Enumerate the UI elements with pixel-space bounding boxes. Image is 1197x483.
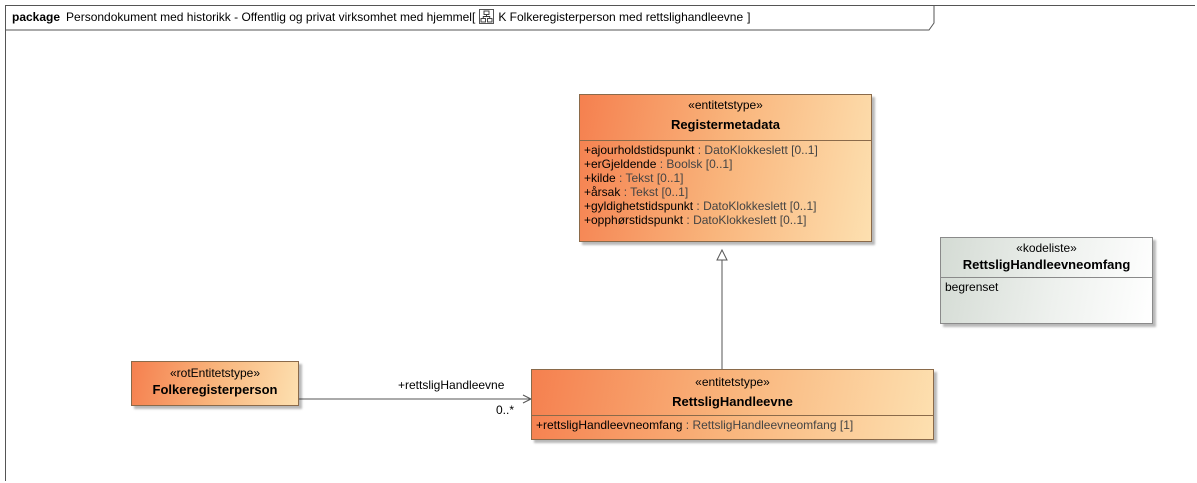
association-multiplicity-label: 0..* xyxy=(496,403,515,417)
frame-title: Persondokument med historikk - Offentlig… xyxy=(66,9,472,24)
class-name: Registermetadata xyxy=(670,117,781,132)
class-registermetadata[interactable]: «entitetstype» Registermetadata +ajourho… xyxy=(579,94,872,242)
package-frame xyxy=(5,5,1195,481)
class-rettslighandleevne[interactable]: «entitetstype» RettsligHandleevne +retts… xyxy=(531,369,934,440)
class-name: RettsligHandleevneomfang xyxy=(962,257,1131,272)
attribute-row[interactable]: +erGjeldende : Boolsk [0..1] xyxy=(584,157,733,171)
stereotype-label: «kodeliste» xyxy=(1016,241,1077,255)
class-name: RettsligHandleevne xyxy=(672,394,793,409)
frame-header: package Persondokument med historikk - O… xyxy=(12,9,750,24)
attribute-row[interactable]: +ajourholdstidspunkt : DatoKlokkeslett [… xyxy=(584,143,818,157)
attribute-row[interactable]: +opphørstidspunkt : DatoKlokkeslett [0..… xyxy=(584,213,807,227)
attribute-compartment: +ajourholdstidspunkt : DatoKlokkeslett [… xyxy=(580,140,871,229)
attribute-row[interactable]: +årsak : Tekst [0..1] xyxy=(584,185,689,199)
enum-literal[interactable]: begrenset xyxy=(945,280,999,294)
class-header: «kodeliste» RettsligHandleevneomfang xyxy=(941,238,1152,273)
class-header: «entitetstype» Registermetadata xyxy=(580,95,871,133)
attribute-row[interactable]: +rettsligHandleevneomfang : RettsligHand… xyxy=(536,418,854,432)
stereotype-label: «rotEntitetstype» xyxy=(169,366,261,380)
class-header: «rotEntitetstype» Folkeregisterperson xyxy=(132,362,298,398)
association-role-label[interactable]: +rettsligHandleevne xyxy=(398,378,505,392)
frame-bracket-open: [ xyxy=(471,9,476,24)
class-name: Folkeregisterperson xyxy=(152,382,278,397)
class-rettslighandleevneomfang[interactable]: «kodeliste» RettsligHandleevneomfang beg… xyxy=(940,237,1153,324)
stereotype-label: «entitetstype» xyxy=(688,98,763,112)
diagram-link-name[interactable]: K Folkeregisterperson med rettslighandle… xyxy=(498,9,744,24)
stereotype-label: «entitetstype» xyxy=(695,375,770,389)
attribute-row[interactable]: +gyldighetstidspunkt : DatoKlokkeslett [… xyxy=(584,199,817,213)
literal-compartment: begrenset xyxy=(941,277,1152,296)
generalization-arrowhead xyxy=(716,248,728,261)
attribute-compartment: +rettsligHandleevneomfang : RettsligHand… xyxy=(532,415,933,434)
frame-name-tab xyxy=(5,5,935,31)
attribute-row[interactable]: +kilde : Tekst [0..1] xyxy=(584,171,684,185)
class-diagram-icon[interactable] xyxy=(479,9,495,24)
frame-bracket-close: ] xyxy=(747,9,751,24)
class-folkeregisterperson[interactable]: «rotEntitetstype» Folkeregisterperson xyxy=(131,361,299,406)
class-header: «entitetstype» RettsligHandleevne xyxy=(532,370,933,410)
frame-keyword: package xyxy=(12,9,61,24)
